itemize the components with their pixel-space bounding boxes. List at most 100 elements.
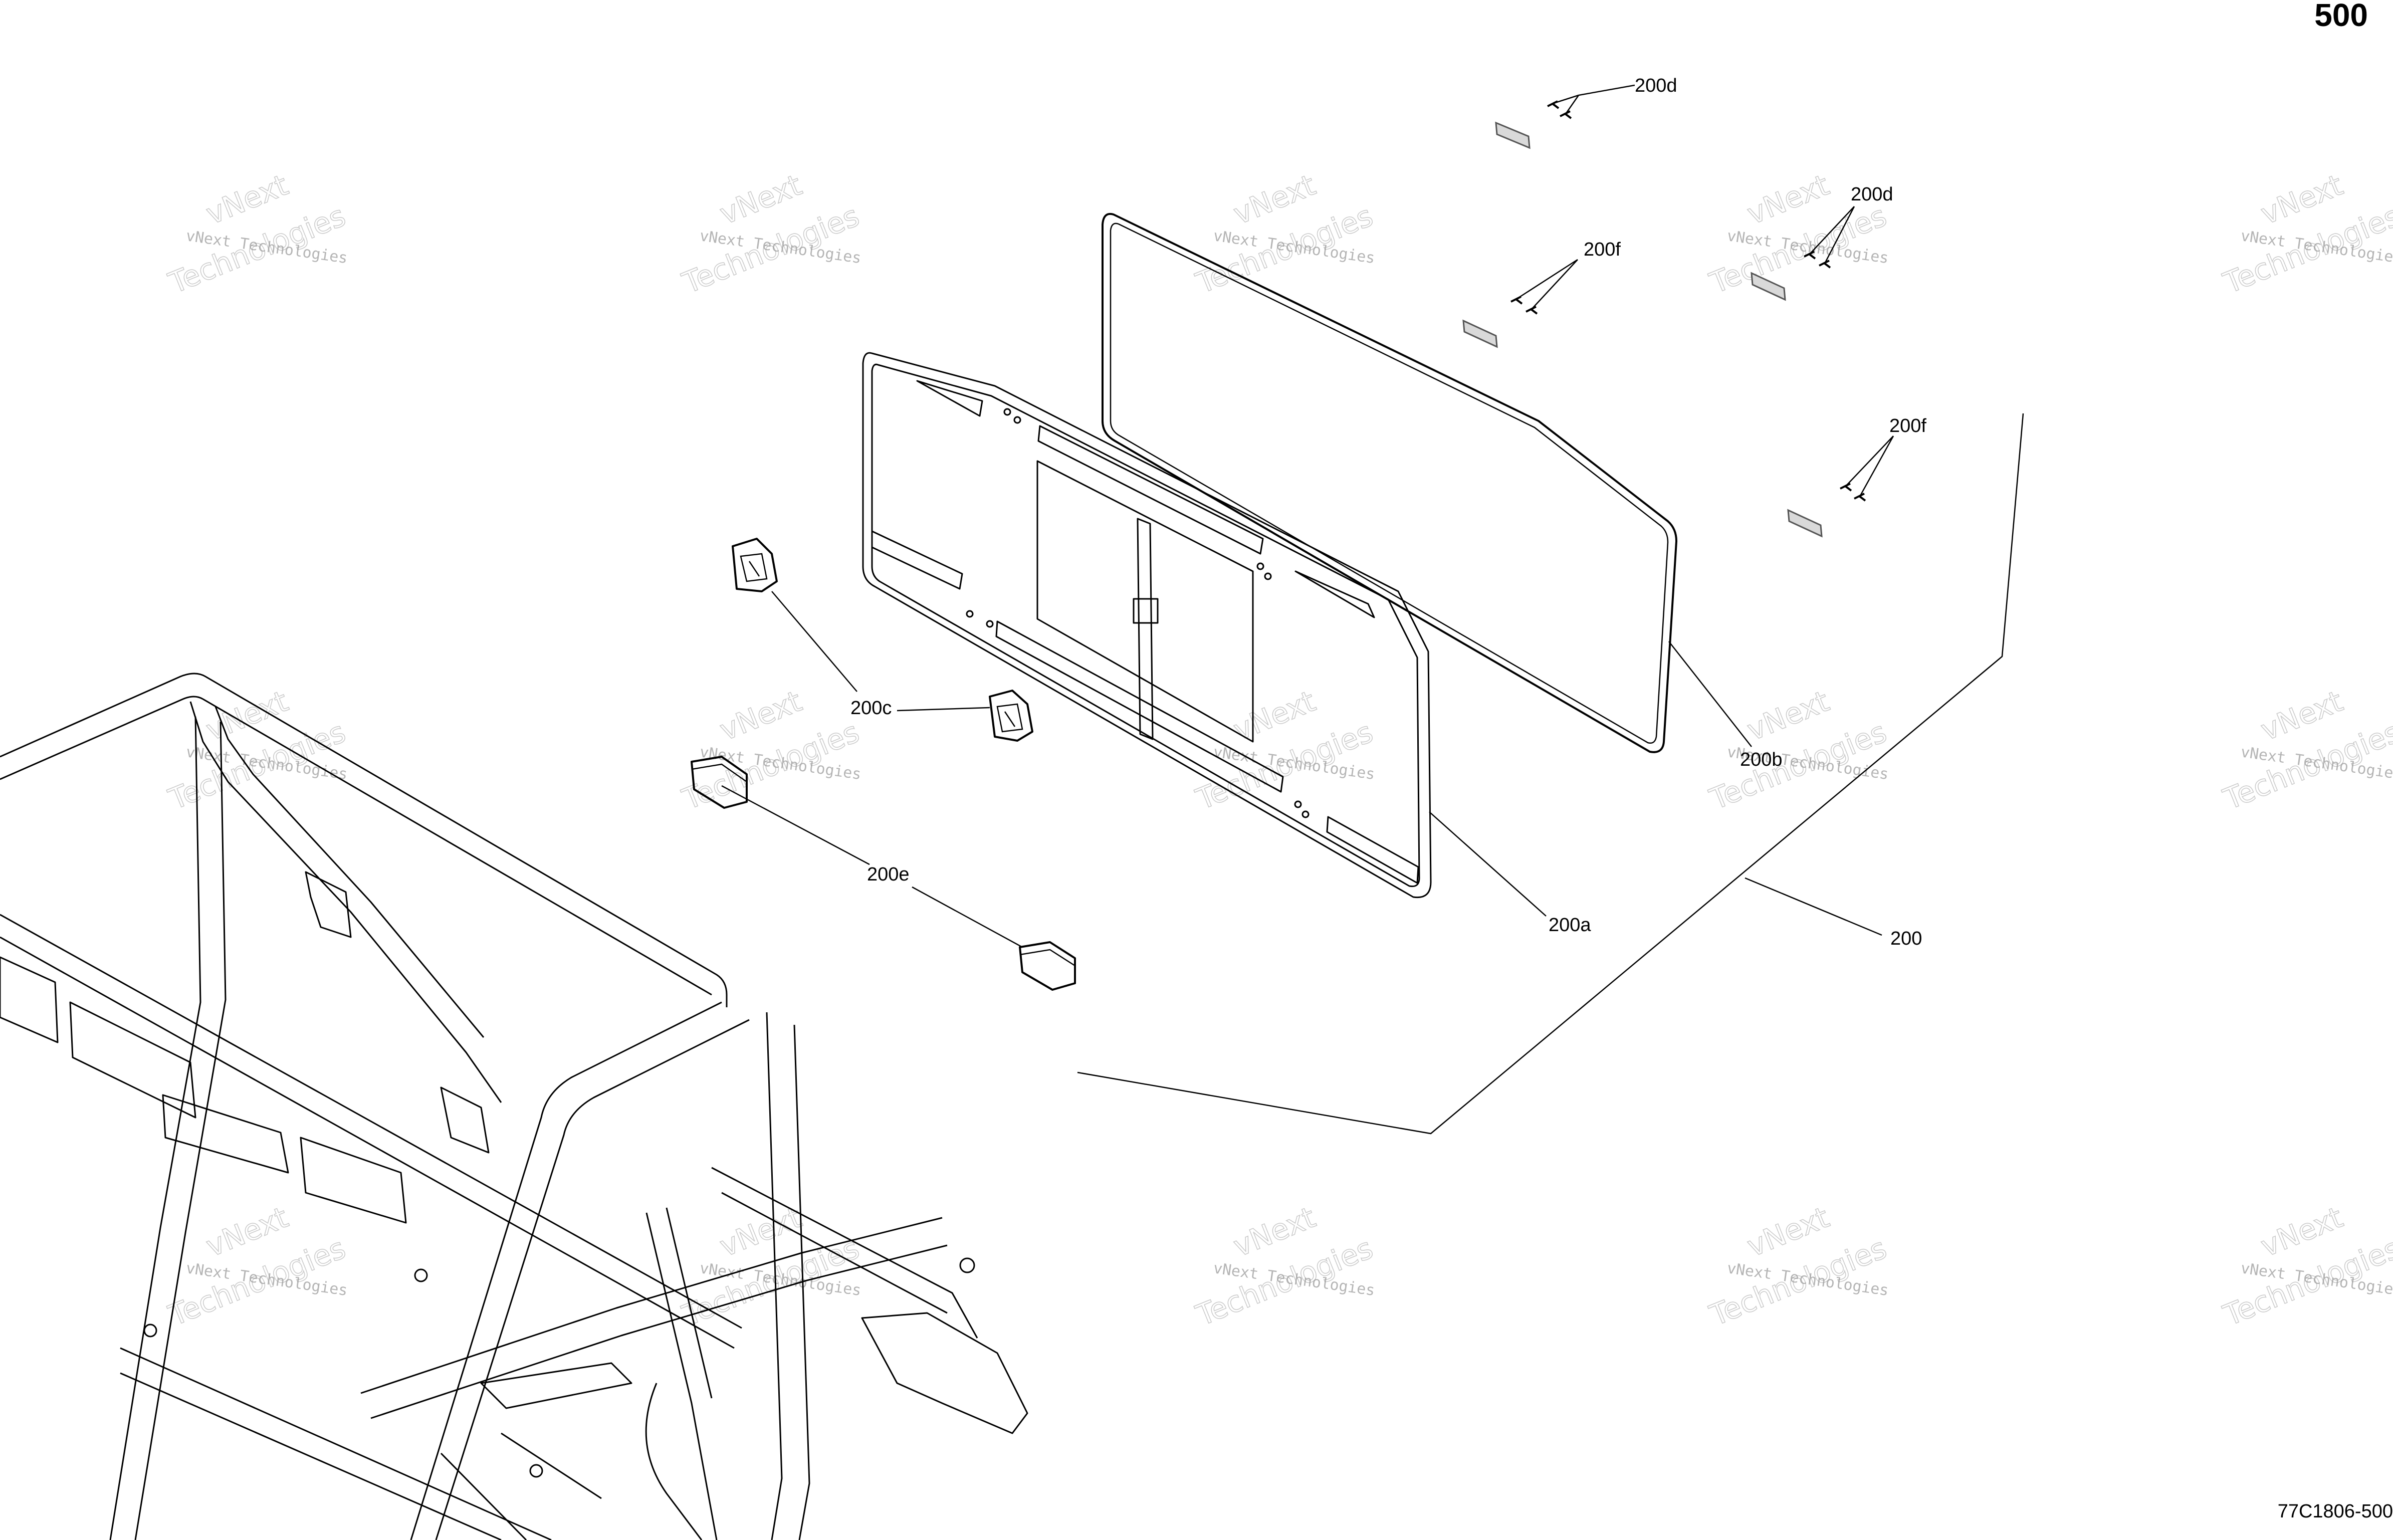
watermark-r3c2: vNext Technologies vNext Technologies bbox=[677, 1200, 864, 1333]
dash-panel-2 bbox=[69, 1001, 196, 1119]
roll-cage-vertical-left bbox=[109, 716, 227, 1540]
watermark-logo: vNext bbox=[1229, 684, 1321, 748]
watermark-logo: vNext bbox=[2256, 684, 2348, 748]
frame-outer bbox=[862, 352, 1432, 899]
watermark-r3c4: vNext Technologies vNext Technologies bbox=[1704, 1200, 1891, 1333]
frame-inner-rim bbox=[871, 363, 1420, 888]
chassis-floor-rail bbox=[120, 1347, 552, 1540]
clip-detail bbox=[996, 703, 1023, 733]
roll-cage-post-right bbox=[766, 1012, 810, 1540]
retainer-plate bbox=[1462, 319, 1498, 348]
watermark-logo: vNext bbox=[715, 684, 807, 748]
leader-200e-upper bbox=[721, 785, 870, 865]
vehicle-chassis bbox=[0, 673, 1028, 1540]
frame-slot-top-left bbox=[916, 380, 983, 417]
screw-icon bbox=[1560, 110, 1572, 119]
dash-panel-3 bbox=[162, 1094, 289, 1174]
watermark-logo: vNext bbox=[1743, 684, 1834, 748]
dash-panel-4 bbox=[300, 1137, 407, 1224]
latch-body bbox=[691, 756, 748, 809]
frame-hole bbox=[966, 610, 974, 618]
screw-icon bbox=[1819, 260, 1831, 269]
watermark-r1c2: vNext Technologies vNext Technologies bbox=[677, 167, 864, 301]
roll-cage-top-rail bbox=[0, 673, 728, 1007]
leader-200 bbox=[1745, 877, 1882, 936]
watermark-r1c1: vNext Technologies vNext Technologies bbox=[163, 167, 350, 301]
screw-icon bbox=[1526, 306, 1538, 315]
watermark-r2c4: vNext Technologies vNext Technologies bbox=[1704, 684, 1891, 817]
watermark-logo: vNext bbox=[1229, 168, 1321, 232]
frame-slot-top bbox=[1037, 425, 1264, 555]
chassis-rear-frame bbox=[645, 1207, 718, 1540]
screws-200f-right bbox=[1840, 435, 1894, 502]
frame-latch-center bbox=[1133, 598, 1159, 624]
watermark-logo: vNext bbox=[201, 684, 293, 748]
screw-icon bbox=[1854, 493, 1866, 502]
watermark-r3c5: vNext Technologies vNext Technologies bbox=[2218, 1200, 2393, 1333]
leader-200a bbox=[1429, 811, 1547, 917]
chassis-bolt bbox=[414, 1268, 428, 1282]
chassis-bolt bbox=[529, 1464, 543, 1478]
chassis-fender bbox=[861, 1312, 1028, 1434]
retainer-plate bbox=[1495, 121, 1531, 149]
callout-200f-mid: 200f bbox=[1584, 239, 1621, 260]
chassis-bracket bbox=[305, 871, 352, 938]
frame-hole bbox=[1264, 572, 1272, 580]
frame-hole bbox=[1301, 810, 1310, 818]
assembly-bracket-200 bbox=[1077, 413, 2024, 1135]
clip-body bbox=[989, 690, 1033, 742]
chassis-cross-member bbox=[360, 1217, 948, 1419]
callout-200a: 200a bbox=[1549, 915, 1591, 936]
screw-icon bbox=[1804, 251, 1816, 260]
roll-cage-rear-hoop bbox=[410, 1001, 750, 1540]
roll-cage-front-rail bbox=[0, 914, 742, 1349]
callout-labels: 200d 200d 200f 200f 200c 200e 200a 200b … bbox=[850, 75, 1926, 949]
leader-200d-top-c bbox=[1578, 84, 1635, 96]
reference-code: 77C1806-500 bbox=[2278, 1501, 2393, 1522]
watermark-logo: vNext bbox=[2256, 168, 2348, 232]
page-number: 500 bbox=[2314, 0, 2368, 33]
watermark-r1c3: vNext Technologies vNext Technologies bbox=[1191, 167, 1378, 301]
clip-200c-lower bbox=[897, 690, 1033, 742]
leader-200c-upper bbox=[771, 591, 857, 692]
frame-hole bbox=[986, 620, 994, 628]
screws-200f-mid bbox=[1510, 259, 1578, 315]
watermark-r3c1: vNext Technologies vNext Technologies bbox=[163, 1200, 350, 1333]
frame-slot-bottom bbox=[995, 620, 1284, 793]
watermark-logo: vNext bbox=[1743, 1200, 1834, 1264]
dash-panel-1 bbox=[0, 956, 59, 1043]
chassis-bolt bbox=[959, 1257, 975, 1273]
watermark-logo: vNext bbox=[2256, 1200, 2348, 1264]
watermark-r2c5: vNext Technologies vNext Technologies bbox=[2218, 684, 2393, 817]
latch-200e-upper bbox=[691, 756, 870, 865]
watermark-logo: vNext bbox=[1229, 1200, 1321, 1264]
retainer-plates bbox=[1462, 121, 1823, 538]
chassis-bracket-mid bbox=[440, 1086, 490, 1154]
chassis-tube-hoop bbox=[645, 1383, 703, 1540]
frame-slot-bottom-right bbox=[1326, 816, 1419, 884]
frame-hole bbox=[1294, 800, 1302, 808]
leader-200f-mid-a bbox=[1516, 259, 1578, 300]
leader-200d-right-a bbox=[1810, 206, 1855, 254]
screws-200d-top bbox=[1547, 84, 1635, 119]
retainer-plate bbox=[1751, 272, 1786, 301]
assembly-bracket-line bbox=[1077, 413, 2024, 1135]
callout-200d-top: 200d bbox=[1635, 75, 1677, 96]
watermark-r3c3: vNext Technologies vNext Technologies bbox=[1191, 1200, 1378, 1333]
frame-divider-vertical bbox=[1137, 518, 1154, 740]
frame-slot-left-mid bbox=[871, 530, 963, 590]
watermark-logo: vNext bbox=[201, 1200, 293, 1264]
watermark-grid: vNext Technologies vNext Technologies vN… bbox=[163, 167, 2393, 1333]
watermark-r1c5: vNext Technologies vNext Technologies bbox=[2218, 167, 2393, 301]
retainer-plate bbox=[1787, 509, 1823, 538]
leader-200b bbox=[1668, 641, 1752, 747]
watermark-logo: vNext bbox=[201, 168, 293, 232]
callout-200d-right: 200d bbox=[1851, 184, 1893, 205]
rear-panel-frame-200a bbox=[862, 352, 1547, 917]
callout-200c: 200c bbox=[850, 698, 892, 719]
rear-window-panel-200b bbox=[1102, 213, 1752, 753]
callout-200f-right: 200f bbox=[1889, 415, 1926, 436]
leader-200d-right-b bbox=[1824, 206, 1855, 263]
roll-cage-top-rail-inner bbox=[0, 696, 712, 996]
watermark-logo: vNext bbox=[715, 168, 807, 232]
